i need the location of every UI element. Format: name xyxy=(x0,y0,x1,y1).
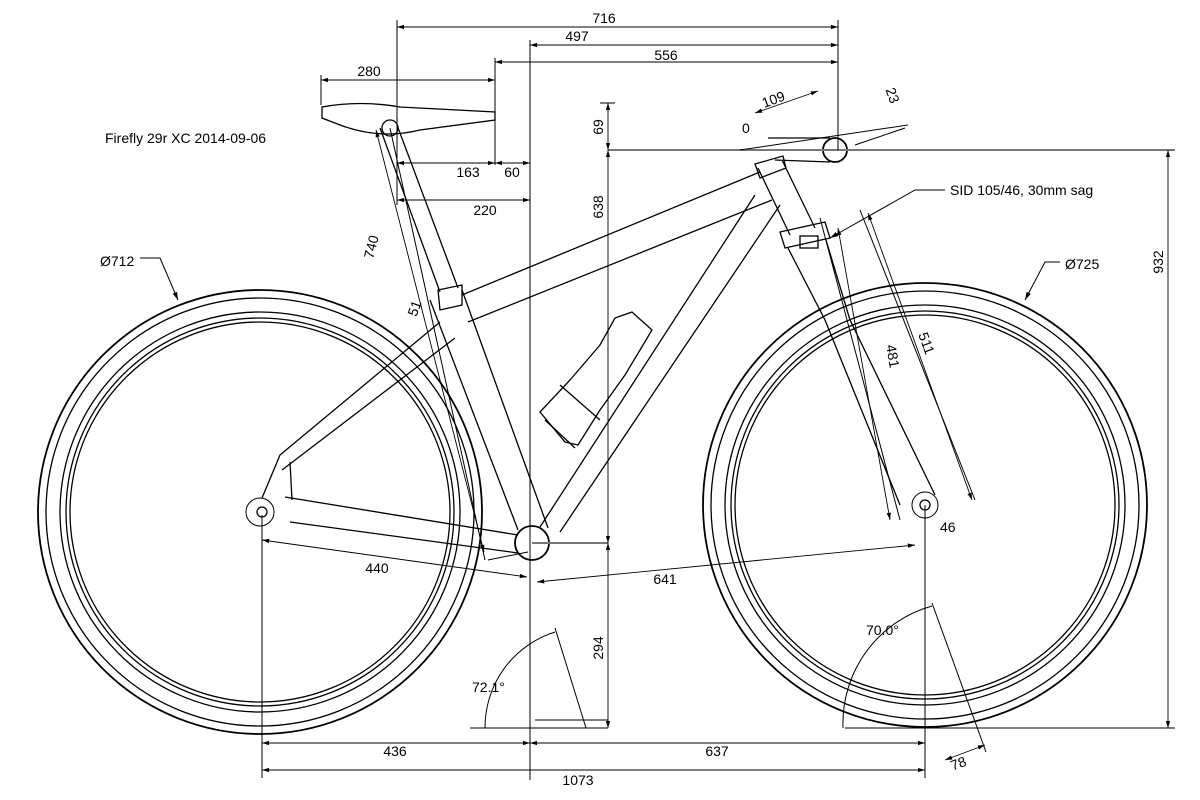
rear-wheel xyxy=(37,289,483,735)
dim-716: 716 xyxy=(592,10,616,26)
dim-46: 46 xyxy=(940,519,956,535)
fork-note: SID 105/46, 30mm sag xyxy=(950,182,1093,198)
dim-163: 163 xyxy=(456,164,480,180)
dim-0: 0 xyxy=(742,120,750,136)
dim-69: 69 xyxy=(590,119,606,135)
dim-637: 637 xyxy=(705,743,729,759)
drawing-title: Firefly 29r XC 2014-09-06 xyxy=(105,130,266,146)
dim-280: 280 xyxy=(357,63,381,79)
dim-497: 497 xyxy=(565,28,589,44)
dim-740: 740 xyxy=(361,233,382,260)
dim-440: 440 xyxy=(365,560,389,576)
frame xyxy=(261,102,936,561)
dim-220: 220 xyxy=(473,202,497,218)
front-wheel-diameter: Ø725 xyxy=(1065,256,1099,272)
dim-23: 23 xyxy=(883,85,903,105)
dim-78: 78 xyxy=(948,753,968,773)
dim-109: 109 xyxy=(760,88,788,111)
dim-60: 60 xyxy=(504,164,520,180)
dim-641: 641 xyxy=(653,571,677,587)
dim-511: 511 xyxy=(915,330,938,357)
dim-932: 932 xyxy=(1150,250,1166,274)
dim-51: 51 xyxy=(404,298,424,318)
dim-638: 638 xyxy=(590,195,606,219)
dim-1073: 1073 xyxy=(562,772,593,788)
dimension-lines xyxy=(140,24,1171,773)
dim-436: 436 xyxy=(383,743,407,759)
head-angle-label: 70.0° xyxy=(866,622,899,638)
labels: Firefly 29r XC 2014-09-06 SID 105/46, 30… xyxy=(100,10,1166,788)
rear-wheel-diameter: Ø712 xyxy=(100,253,134,269)
dim-294: 294 xyxy=(590,636,606,660)
dim-481: 481 xyxy=(883,343,903,369)
seat-angle-label: 72.1° xyxy=(472,679,505,695)
dim-556: 556 xyxy=(654,47,678,63)
